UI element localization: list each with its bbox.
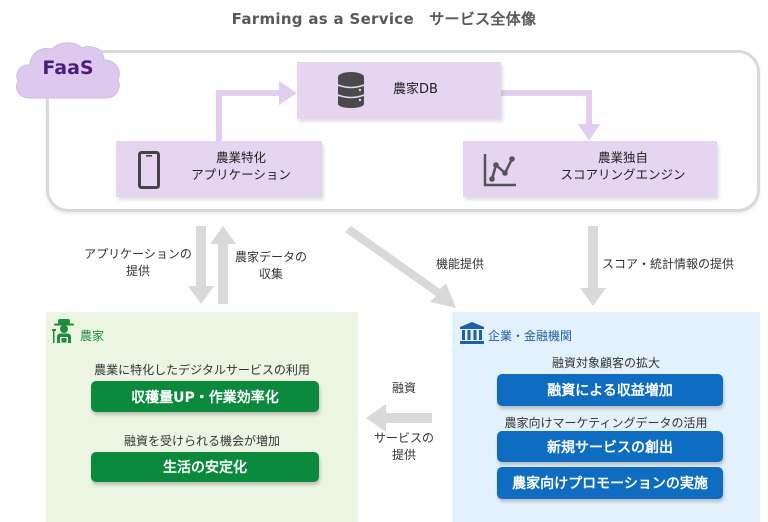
db-to-scoring-connector-vertical <box>586 90 592 126</box>
finance-panel-header: 企業・金融機関 <box>460 322 572 344</box>
diagram-title: Farming as a Service サービス全体像 <box>231 10 537 28</box>
app-to-db-connector-vertical <box>216 90 222 142</box>
app-provision-label-line2: 提供 <box>125 264 150 279</box>
agri-app-box: 農業特化 アプリケーション <box>116 141 322 197</box>
score-provision-arrowhead <box>580 288 606 306</box>
db-to-scoring-arrowhead <box>578 124 600 141</box>
app-provision-arrowhead <box>188 286 214 304</box>
farmer-icon <box>52 319 74 343</box>
agri-app-line2: アプリケーション <box>191 166 291 182</box>
scoring-engine-line1: 農業独自 <box>597 150 648 165</box>
function-provision-arrow <box>345 226 456 308</box>
financing-arrow-shaft <box>384 413 432 423</box>
bank-icon <box>460 322 484 344</box>
database-icon <box>337 72 365 108</box>
data-collection-label: 農家データの 収集 <box>228 249 314 284</box>
service-provision-label: サービスの 提供 <box>362 430 446 465</box>
finance-panel: 企業・金融機関 融資対象顧客の拡大 融資による収益増加 農家向けマーケティングデ… <box>452 312 760 522</box>
app-provision-label-line1: アプリケーションの <box>84 247 192 261</box>
faas-label: FaaS <box>42 57 94 79</box>
cloud-icon <box>16 42 120 99</box>
app-to-db-connector-horizontal <box>216 90 282 96</box>
data-collection-label-line2: 収集 <box>258 267 283 282</box>
service-provision-label-line1: サービスの <box>373 431 434 445</box>
finance-panel-title: 企業・金融機関 <box>488 329 573 343</box>
finance-caption-marketing-data: 農家向けマーケティングデータの活用 <box>504 416 708 430</box>
app-provision-arrow-shaft <box>196 226 206 288</box>
farmer-panel-header: 農家 <box>52 318 104 344</box>
data-collection-arrow-shaft <box>218 242 228 304</box>
line-chart-icon <box>483 154 516 187</box>
farmer-panel-title: 農家 <box>80 329 105 343</box>
financing-label: 融資 <box>391 381 416 395</box>
farmer-caption-digital: 農業に特化したデジタルサービスの利用 <box>94 363 310 377</box>
db-to-scoring-connector-horizontal <box>501 90 592 96</box>
farmer-db-label: 農家DB <box>393 82 438 97</box>
loan-revenue-button[interactable]: 融資による収益増加 <box>497 374 723 406</box>
financing-arrowhead <box>366 404 386 432</box>
farmer-promotion-button[interactable]: 農家向けプロモーションの実施 <box>497 467 723 499</box>
app-provision-label: アプリケーションの 提供 <box>78 246 198 281</box>
score-provision-label: スコア・統計情報の提供 <box>602 257 735 271</box>
farmer-db-box: 農家DB <box>297 62 501 119</box>
faas-cloud-badge: FaaS <box>12 40 124 102</box>
farmer-panel: 農家 農業に特化したデジタルサービスの利用 収穫量UP・作業効率化 融資を受けら… <box>46 312 358 522</box>
service-provision-label-line2: 提供 <box>391 448 416 463</box>
score-provision-arrow-shaft <box>588 226 598 290</box>
app-to-db-arrowhead <box>279 81 297 105</box>
farmer-caption-financing: 融資を受けられる機会が増加 <box>123 434 280 448</box>
life-stability-button[interactable]: 生活の安定化 <box>91 452 319 482</box>
agri-app-line1: 農業特化 <box>215 150 266 165</box>
new-service-button[interactable]: 新規サービスの創出 <box>497 431 723 462</box>
data-collection-arrowhead <box>210 226 236 244</box>
smartphone-icon <box>138 151 160 189</box>
scoring-engine-line2: スコアリングエンジン <box>560 166 686 182</box>
finance-caption-customer-expansion: 融資対象顧客の拡大 <box>551 356 660 370</box>
function-provision-label: 機能提供 <box>435 257 484 271</box>
data-collection-label-line1: 農家データの <box>234 250 307 264</box>
scoring-engine-box: 農業独自 スコアリングエンジン <box>463 141 717 197</box>
yield-efficiency-button[interactable]: 収穫量UP・作業効率化 <box>91 381 319 412</box>
